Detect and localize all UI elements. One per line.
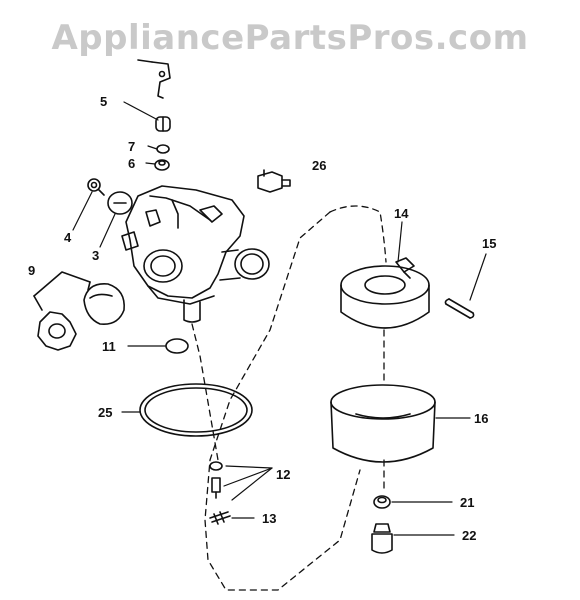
part-15-pin xyxy=(444,298,475,319)
callout-6: 6 xyxy=(128,156,135,171)
callout-14: 14 xyxy=(394,206,409,221)
part-11-seal xyxy=(165,338,189,354)
part-25-gasket xyxy=(139,383,253,437)
callout-13: 13 xyxy=(262,511,276,526)
callout-labels: 5 7 6 26 4 3 9 14 15 11 25 16 12 13 21 2… xyxy=(28,94,496,543)
callout-15: 15 xyxy=(482,236,496,251)
callout-11: 11 xyxy=(102,339,116,354)
callout-3: 3 xyxy=(92,248,99,263)
part-5-sleeve xyxy=(155,116,171,132)
throttle-link xyxy=(137,59,171,99)
callout-12: 12 xyxy=(276,467,290,482)
part-26-fitting xyxy=(257,169,291,193)
part-9-primer-assembly xyxy=(33,271,125,351)
part-12-jets xyxy=(209,461,223,499)
part-3-plate xyxy=(107,191,133,215)
part-14-float xyxy=(340,257,430,329)
part-6-nut xyxy=(154,159,170,171)
leader-lines xyxy=(72,101,487,536)
part-4-screw xyxy=(87,178,105,196)
callout-5: 5 xyxy=(100,94,107,109)
callout-4: 4 xyxy=(64,230,72,245)
part-21-washer xyxy=(373,495,391,509)
part-13-spring xyxy=(209,511,231,525)
callout-21: 21 xyxy=(460,495,474,510)
callout-16: 16 xyxy=(474,411,488,426)
callout-22: 22 xyxy=(462,528,476,543)
callout-7: 7 xyxy=(128,139,135,154)
carburetor-body xyxy=(121,185,270,323)
watermark: AppliancePartsPros.com xyxy=(51,18,529,58)
center-lines xyxy=(191,205,387,591)
callout-26: 26 xyxy=(312,158,326,173)
part-16-bowl xyxy=(330,384,436,463)
part-22-bowl-nut xyxy=(371,523,393,554)
callout-9: 9 xyxy=(28,263,35,278)
part-7-washer xyxy=(156,144,170,154)
callout-25: 25 xyxy=(98,405,112,420)
